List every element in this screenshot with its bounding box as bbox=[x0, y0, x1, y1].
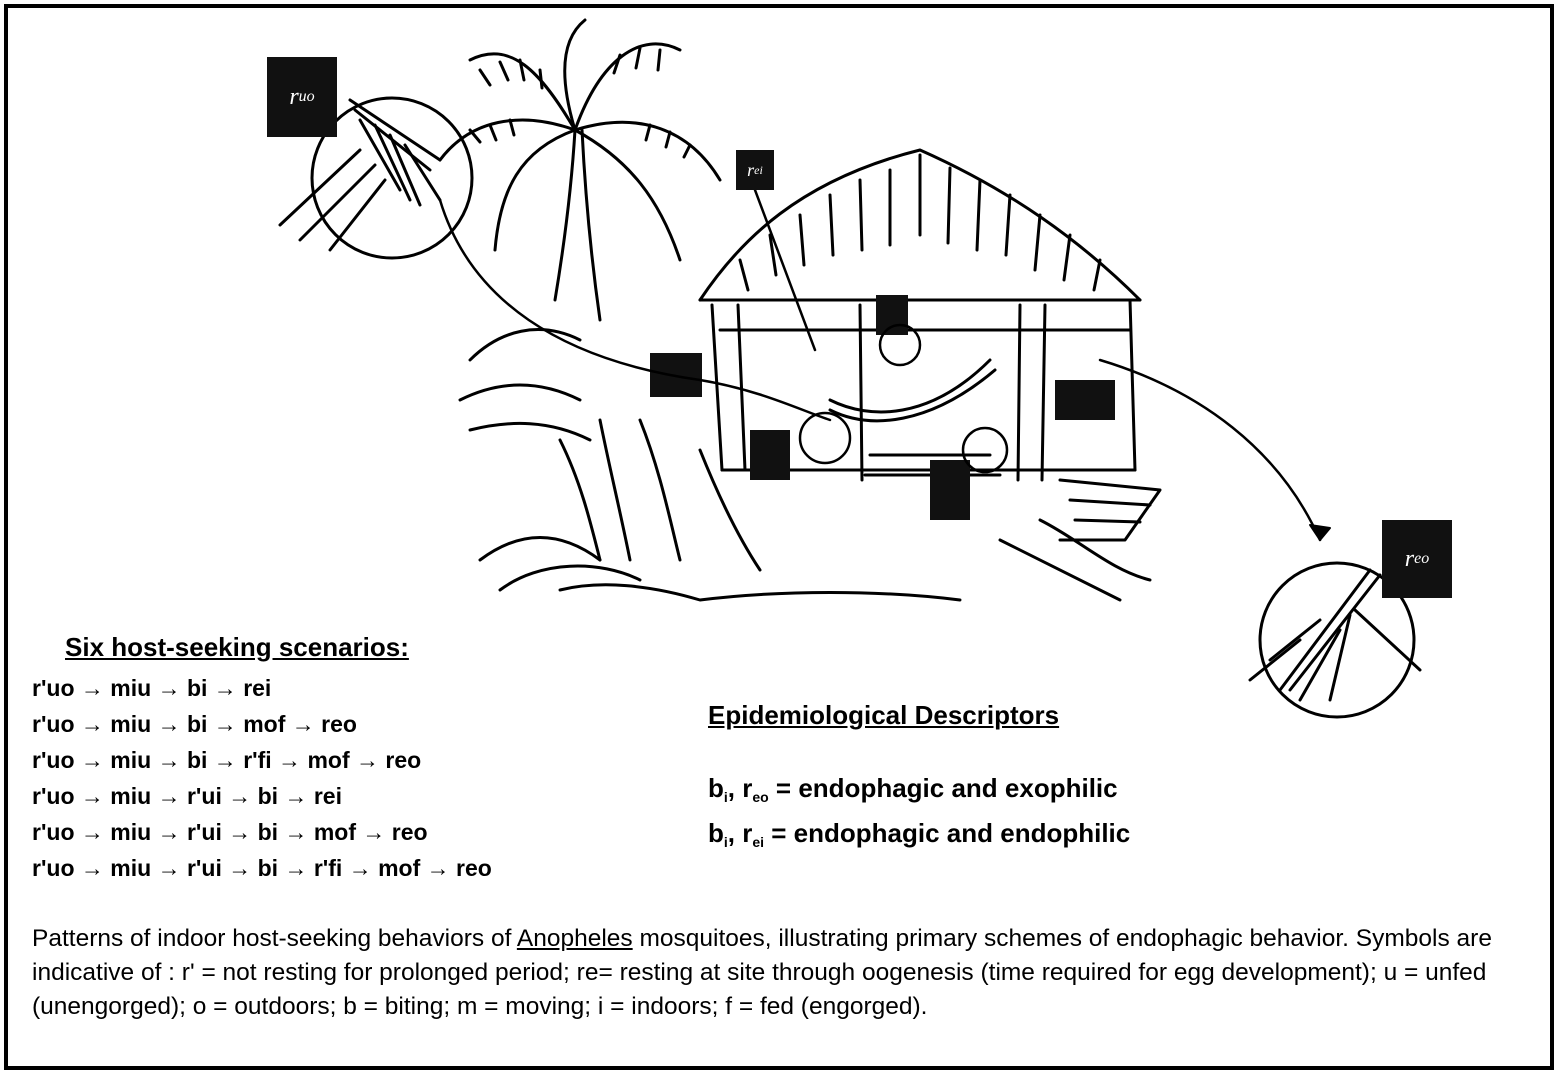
window-block bbox=[750, 430, 790, 480]
figure-caption: Patterns of indoor host-seeking behavior… bbox=[32, 922, 1544, 1024]
mosquito-outdoor bbox=[278, 98, 442, 252]
descriptor-line: bi, rei = endophagic and endophilic bbox=[708, 818, 1131, 850]
label-r-ei-sub: ei bbox=[754, 162, 763, 177]
label-r-uo-sub: uo bbox=[298, 88, 315, 105]
caption-before: Patterns of indoor host-seeking behavior… bbox=[32, 925, 517, 952]
scenario-row: r'uo → miu → bi → rei bbox=[32, 675, 272, 701]
hut-walls bbox=[710, 298, 1137, 482]
scenario-row: r'uo → miu → bi → r'fi → mof → reo bbox=[32, 747, 422, 773]
scenario-row: r'uo → miu → r'ui → bi → r'fi → mof → re… bbox=[32, 855, 492, 881]
label-r-ei-text: r bbox=[747, 159, 755, 180]
label-r-eo-text: r bbox=[1404, 545, 1415, 572]
exit-flight-path bbox=[1098, 358, 1322, 542]
scenario-row: r'uo → miu → r'ui → bi → mof → reo bbox=[32, 819, 428, 845]
caption-genus: Anopheles bbox=[516, 925, 633, 952]
person-figure bbox=[878, 323, 922, 367]
person-figure bbox=[961, 426, 1009, 474]
exit-arrow-head bbox=[1309, 524, 1331, 541]
scenario-list: r'uo → miu → bi → rei r'uo → miu → bi → … bbox=[32, 670, 492, 886]
scenarios-heading: Six host-seeking scenarios: bbox=[65, 632, 409, 662]
window-block bbox=[876, 295, 908, 335]
person-figure bbox=[798, 411, 852, 465]
scenario-row: r'uo → miu → r'ui → bi → rei bbox=[32, 783, 342, 809]
descriptors-heading: Epidemiological Descriptors bbox=[708, 700, 1060, 730]
figure-frame bbox=[4, 4, 1554, 1070]
hut-steps bbox=[863, 453, 1162, 542]
exo-mosquito-magnifier bbox=[1258, 561, 1416, 719]
descriptor-text: = endophagic and endophilic bbox=[764, 818, 1131, 848]
hut-pointer bbox=[753, 188, 817, 352]
window-block bbox=[1055, 380, 1115, 420]
caption-after: mosquitoes, illustrating primary schemes… bbox=[32, 925, 1492, 1020]
mosquito-resting bbox=[1248, 568, 1422, 702]
vegetation bbox=[458, 328, 1152, 602]
descriptor-line: bi, reo = endophagic and exophilic bbox=[708, 773, 1118, 805]
outdoor-flight-path bbox=[438, 198, 832, 422]
scenario-row: r'uo → miu → bi → mof → reo bbox=[32, 711, 357, 737]
descriptor-text: = endophagic and exophilic bbox=[768, 773, 1118, 803]
window-block bbox=[930, 460, 970, 520]
descriptors-list: bi, reo = endophagic and exophilic bi, r… bbox=[708, 770, 1130, 860]
label-r-eo-sub: eo bbox=[1414, 550, 1430, 567]
label-r-uo-text: r bbox=[289, 83, 299, 110]
outdoor-mosquito-magnifier bbox=[310, 96, 474, 260]
hut-roof bbox=[698, 148, 1142, 302]
palm-tree bbox=[438, 18, 722, 322]
